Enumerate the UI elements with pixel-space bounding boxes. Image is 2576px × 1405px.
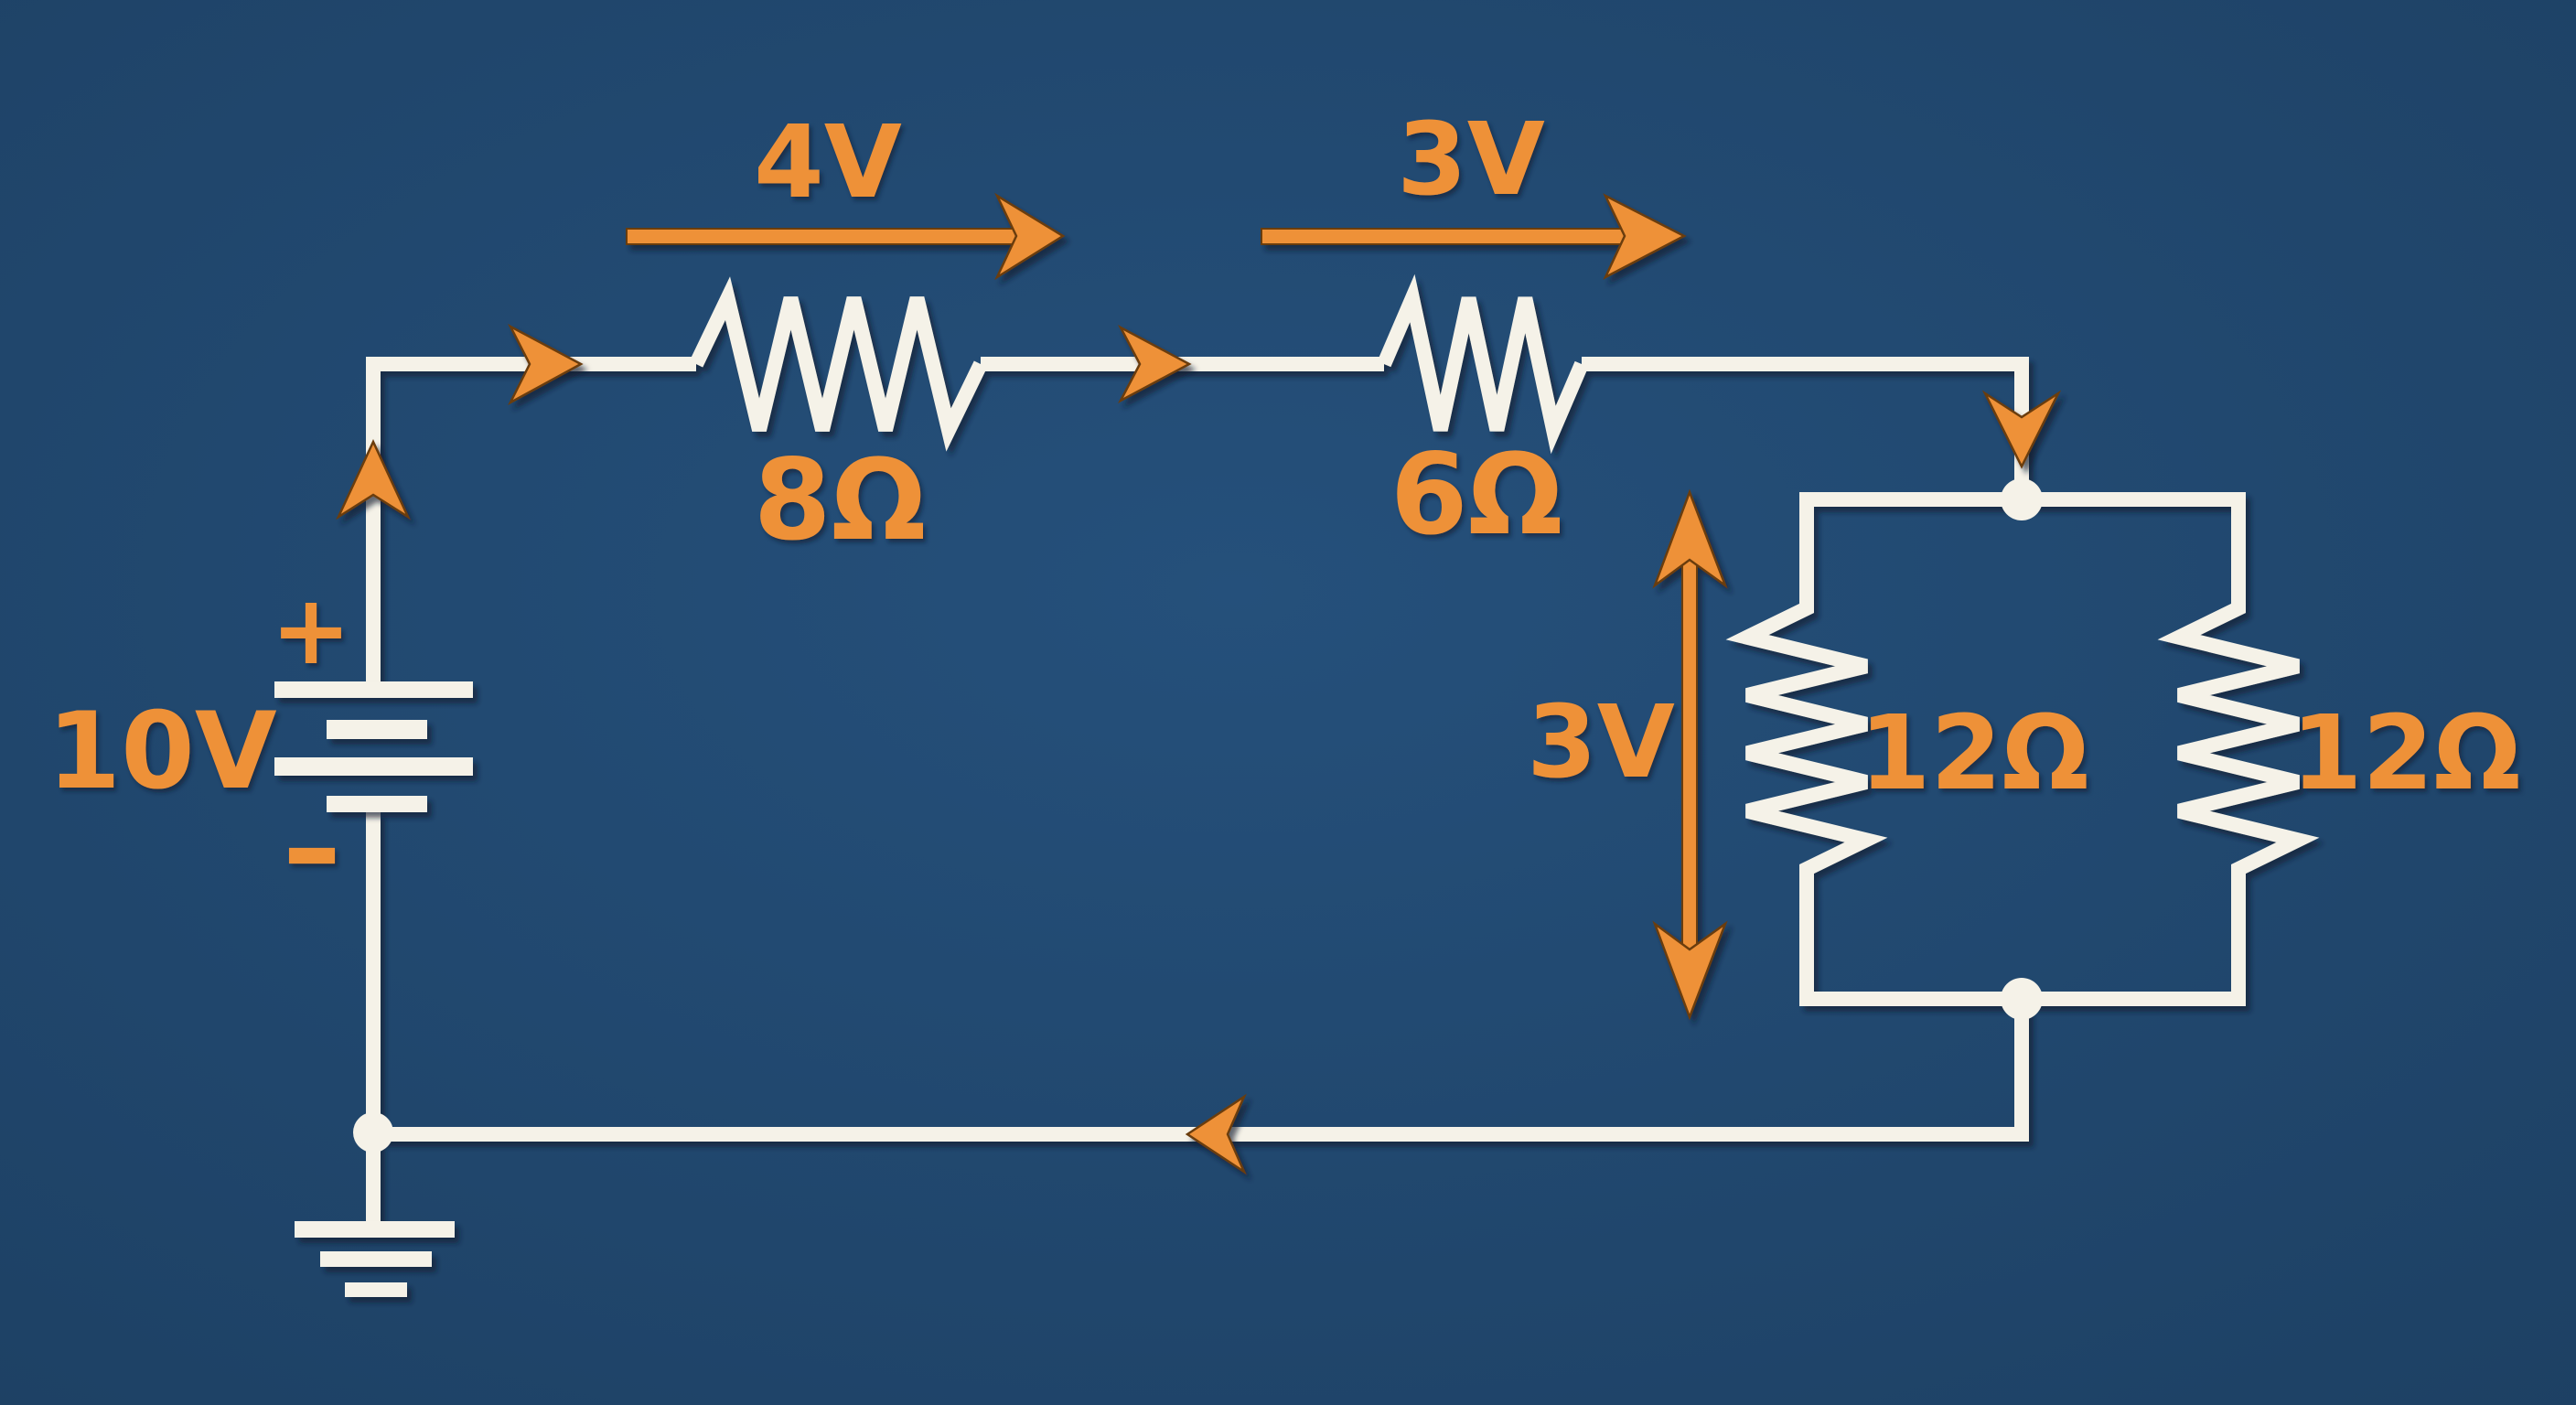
current-arrow-down-icon (1981, 390, 2062, 469)
parallel-branch-left-12ohm (1725, 492, 2022, 1006)
voltage-drop-label-3v-top: 3V (1397, 101, 1545, 218)
ground-bar-2 (320, 1251, 432, 1267)
battery-plus-label: + (271, 574, 351, 686)
ground-bar-3 (345, 1282, 407, 1297)
resistor-value-label-12ohm-right: 12Ω (2291, 694, 2520, 813)
resistor-value-label-6ohm: 6Ω (1390, 430, 1563, 560)
voltage-arrow-3v-shaft (1261, 228, 1628, 245)
current-arrow-up-icon (336, 439, 411, 520)
battery-plate-short-1 (327, 720, 427, 739)
battery-plate-long-2 (274, 757, 473, 776)
parallel-voltage-arrow-shaft (1681, 548, 1698, 961)
resistor-value-label-12ohm-left: 12Ω (1859, 694, 2088, 813)
wire-left-top (366, 357, 696, 681)
current-arrow-right-2-icon (1118, 324, 1192, 404)
arrows-layer (336, 192, 2062, 1175)
battery-plate-short-2 (327, 796, 427, 812)
resistor-symbol-6ohm (1377, 273, 1589, 455)
junction-nodes (353, 478, 2043, 1153)
junction-dot-ground (353, 1112, 393, 1153)
labels-layer: 4V 3V 8Ω 6Ω 10V + − 3V 12Ω 12Ω (47, 101, 2520, 932)
current-arrow-left-icon (1185, 1093, 1247, 1175)
voltage-drop-label-4v: 4V (754, 103, 902, 220)
junction-dot-bottom (2001, 978, 2043, 1020)
battery-plate-long-1 (274, 681, 473, 698)
battery-minus-label: − (281, 772, 342, 932)
ground-bar-1 (295, 1221, 455, 1238)
voltage-arrow-4v-shaft (626, 228, 1021, 245)
voltage-arrow-3v-head-icon (1603, 193, 1687, 280)
symbols-layer (274, 681, 473, 1297)
parallel-voltage-arrow-down-head-icon (1652, 920, 1728, 1021)
wire-bottom-return (373, 999, 2029, 1142)
voltage-drop-label-3v-parallel: 3V (1527, 683, 1675, 800)
parallel-voltage-arrow-up-head-icon (1652, 488, 1728, 589)
resistor-symbol-8ohm (689, 276, 988, 452)
junction-dot-top (2001, 478, 2043, 520)
parallel-branch-right-12ohm (2022, 492, 2320, 1006)
battery-voltage-label: 10V (47, 690, 276, 813)
battery-symbol (274, 681, 473, 812)
voltage-arrow-4v-head-icon (994, 192, 1066, 281)
current-arrow-right-1-icon (508, 324, 584, 406)
ground-icon (295, 1221, 455, 1297)
resistor-value-label-8ohm: 8Ω (754, 435, 927, 565)
